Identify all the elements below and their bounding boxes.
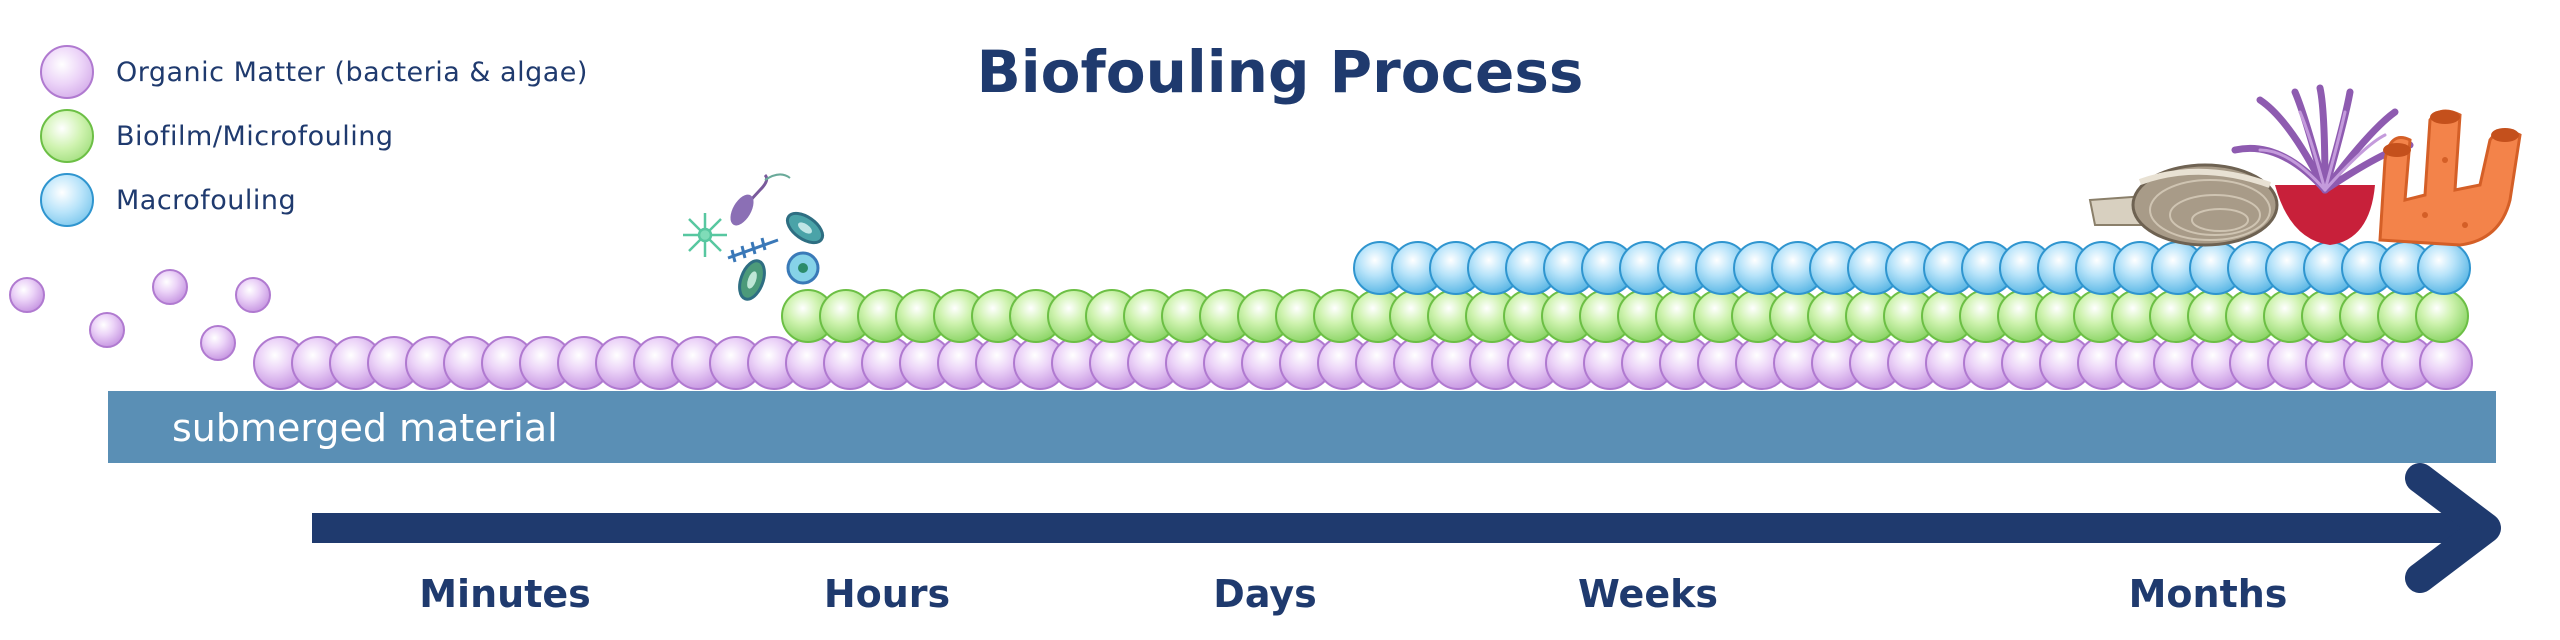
submerged-material-bar <box>108 391 2496 463</box>
timeline-label-days: Days <box>1213 572 1317 616</box>
legend-label: Macrofouling <box>116 184 297 216</box>
mussel-icon <box>2088 163 2279 247</box>
timeline-label-months: Months <box>2128 572 2288 616</box>
organic-matter-particle <box>89 312 125 348</box>
organic-matter-particle <box>9 277 45 313</box>
submerged-material-label: submerged material <box>172 406 558 450</box>
legend-item-macrofouling: Macrofouling <box>40 168 588 232</box>
microorganisms-icon <box>683 173 825 301</box>
legend-item-biofilm: Biofilm/Microfouling <box>40 104 588 168</box>
timeline-label-minutes: Minutes <box>419 572 591 616</box>
biofilm-sphere <box>2415 289 2469 343</box>
organic-matter-particle <box>235 277 271 313</box>
biofilm-icon <box>40 109 94 163</box>
timeline-label-weeks: Weeks <box>1578 572 1718 616</box>
macrofouling-sphere <box>2417 241 2471 295</box>
sponge-icon <box>2378 109 2522 247</box>
legend: Organic Matter (bacteria & algae) Biofil… <box>40 40 588 232</box>
organic-matter-particle <box>200 325 236 361</box>
page-title: Biofouling Process <box>976 38 1584 106</box>
free-organic-particles <box>9 269 271 361</box>
legend-item-organic-matter: Organic Matter (bacteria & algae) <box>40 40 588 104</box>
organic-matter-sphere <box>2419 336 2473 390</box>
macrofouling-layer <box>1353 241 2471 295</box>
organic-matter-particle <box>152 269 188 305</box>
biofilm-layer <box>781 289 2469 343</box>
timeline-label-hours: Hours <box>823 572 951 616</box>
organic-matter-icon <box>40 45 94 99</box>
legend-label: Organic Matter (bacteria & algae) <box>116 56 588 88</box>
macrofouling-icon <box>40 173 94 227</box>
timeline-arrow <box>312 463 2501 593</box>
legend-label: Biofilm/Microfouling <box>116 120 394 152</box>
organic-matter-layer <box>253 336 2473 390</box>
